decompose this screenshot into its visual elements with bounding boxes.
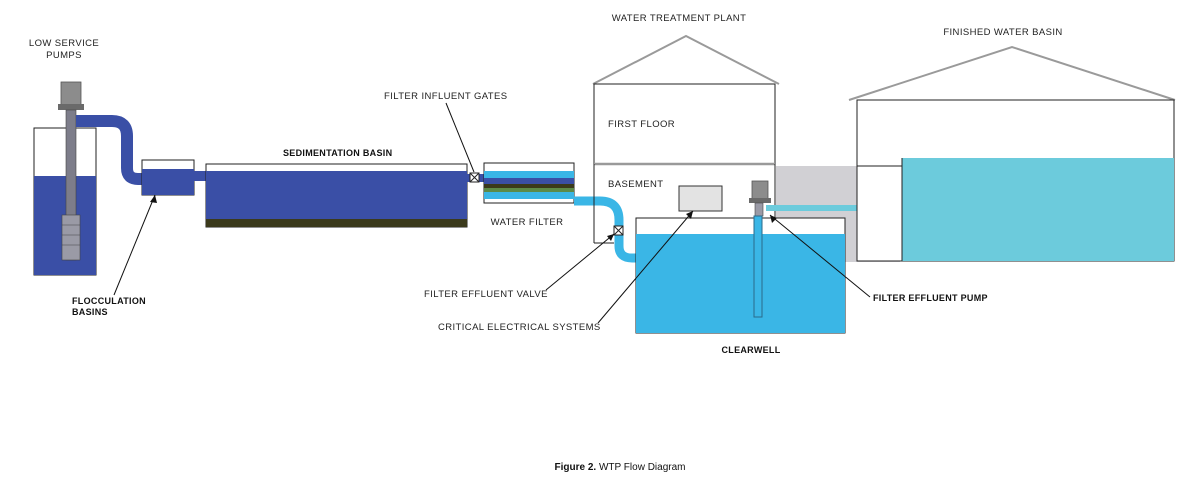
label-filter-influent-gates: FILTER INFLUENT GATES (384, 91, 507, 102)
label-critical-electrical-systems: CRITICAL ELECTRICAL SYSTEMS (438, 322, 601, 333)
label-first-floor: FIRST FLOOR (608, 119, 675, 130)
arrow-flocculation (150, 195, 157, 203)
label-low-service-pumps-1: LOW SERVICE (29, 38, 99, 49)
leader-filter-effluent-pump (769, 214, 871, 298)
leader-flocculation-basins (113, 194, 156, 296)
arrow-effluent-pump (770, 215, 777, 223)
low-service-pump-icon (58, 81, 84, 261)
arrow-effluent-valve (607, 234, 614, 241)
leader-filter-influent-gates (445, 102, 475, 173)
label-water-treatment-plant: WATER TREATMENT PLANT (612, 13, 747, 24)
water-filter (483, 162, 575, 204)
sedimentation-basin (205, 163, 468, 228)
leader-critical-electrical (597, 210, 694, 324)
critical-electrical-box (678, 185, 723, 212)
figure-caption: Figure 2. WTP Flow Diagram (555, 462, 686, 473)
leader-filter-effluent-valve (545, 233, 615, 291)
caption-title: WTP Flow Diagram (599, 462, 686, 473)
caption-figure-number: Figure 2. (555, 462, 597, 473)
flocculation-basin (141, 159, 195, 196)
label-water-filter: WATER FILTER (491, 217, 564, 228)
filter-influent-gate-icon (469, 172, 480, 183)
label-low-service-pumps-2: PUMPS (46, 50, 82, 61)
raw-water-pipe (76, 115, 150, 185)
clearwell (635, 217, 846, 334)
label-flocculation-basins-1: FLOCCULATION (72, 296, 146, 306)
label-flocculation-basins-2: BASINS (72, 307, 108, 317)
filter-effluent-valve-icon (613, 225, 624, 236)
label-filter-effluent-valve: FILTER EFFLUENT VALVE (424, 289, 548, 300)
label-filter-effluent-pump: FILTER EFFLUENT PUMP (873, 293, 988, 303)
finished-water-basin (848, 45, 1176, 262)
label-finished-water-basin: FINISHED WATER BASIN (943, 27, 1062, 38)
label-basement: BASEMENT (608, 179, 663, 190)
filter-effluent-pipe (574, 196, 640, 263)
label-sedimentation-basin: SEDIMENTATION BASIN (283, 148, 392, 158)
arrow-electrical (686, 211, 693, 219)
label-clearwell: CLEARWELL (721, 345, 780, 355)
filter-effluent-pump-icon (749, 180, 771, 318)
